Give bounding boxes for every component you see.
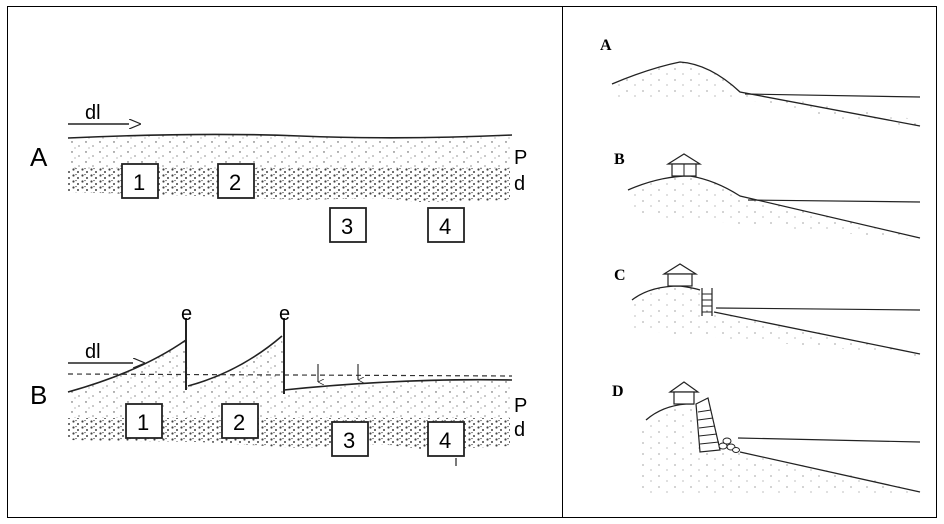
diagram-b: e e dl B 1 2 3 4 P d bbox=[30, 303, 527, 466]
diagram-b-box-4-label: 4 bbox=[439, 428, 451, 453]
stage-c-house-icon bbox=[661, 263, 699, 287]
diagram-b-sediment-fine bbox=[68, 336, 510, 418]
diagram-b-shoreline-2 bbox=[187, 335, 283, 387]
diagram-b-box-1 bbox=[125, 403, 163, 439]
diagram-b-box-3-label: 3 bbox=[343, 428, 355, 453]
diagram-b-label-p: P bbox=[514, 395, 527, 417]
diagram-b-shoreline-1 bbox=[67, 339, 187, 393]
diagram-b-drift-label: dl bbox=[85, 341, 101, 363]
diagram-b-shoreline-3 bbox=[283, 378, 513, 391]
stage-c-label: C bbox=[614, 267, 626, 284]
diagram-b-box-1-label: 1 bbox=[137, 410, 149, 435]
diagram-a-box-4-label: 4 bbox=[439, 214, 451, 239]
stage-d: D bbox=[612, 381, 921, 496]
diagram-b-groyne-2-label: e bbox=[279, 303, 290, 325]
stage-a-dune bbox=[611, 61, 921, 127]
stage-c-beach bbox=[713, 311, 921, 355]
diagram-b-label-d: d bbox=[514, 419, 525, 441]
diagram-a-label-p: P bbox=[514, 147, 527, 169]
diagram-a-sediment-fine bbox=[68, 134, 510, 170]
diagram-a-label: A bbox=[30, 142, 48, 172]
diagram-a-shoreline bbox=[67, 133, 513, 139]
diagram-b-box-2 bbox=[221, 403, 259, 439]
stage-c-house-body bbox=[667, 273, 693, 287]
diagram-b-box-3 bbox=[331, 421, 369, 457]
stage-b-house-icon bbox=[665, 153, 703, 177]
stage-d-beach bbox=[739, 451, 921, 493]
diagram-a-label-d: d bbox=[514, 173, 525, 195]
stage-d-label: D bbox=[612, 383, 624, 400]
diagram-b-label: B bbox=[30, 380, 47, 410]
diagram-b-box-2-label: 2 bbox=[233, 410, 245, 435]
stage-d-riprap bbox=[718, 437, 740, 453]
stage-c-house-roof bbox=[661, 263, 699, 275]
diagram-a-box-3 bbox=[329, 207, 367, 243]
stage-a: A bbox=[600, 37, 921, 127]
diagram-a-box-4 bbox=[427, 207, 465, 243]
stage-a-water bbox=[744, 93, 921, 98]
diagram-a-box-2-label: 2 bbox=[229, 170, 241, 195]
diagram-a-drift-label: dl bbox=[85, 102, 101, 124]
stage-a-label: A bbox=[600, 37, 612, 54]
diagram-a: dl A 1 2 3 4 P d bbox=[30, 102, 527, 243]
stage-c-sediment bbox=[632, 286, 920, 356]
diagram-a-box-2 bbox=[217, 163, 255, 199]
diagram-b-sediment-coarse bbox=[68, 418, 510, 450]
diagram-a-box-1-label: 1 bbox=[133, 170, 145, 195]
diagram-a-box-1 bbox=[121, 163, 159, 199]
stage-d-house-icon bbox=[668, 381, 700, 405]
stage-b-label: B bbox=[614, 151, 625, 168]
diagram-b-box-4 bbox=[427, 421, 465, 457]
stage-b-water bbox=[747, 199, 921, 203]
panel-divider bbox=[562, 7, 563, 517]
diagram-a-sediment-coarse bbox=[68, 168, 510, 202]
stage-d-water bbox=[737, 437, 921, 443]
stage-a-sediment bbox=[612, 62, 920, 126]
stage-d-sediment bbox=[640, 404, 920, 496]
stage-b-sediment bbox=[628, 176, 920, 240]
stage-b: B bbox=[614, 151, 921, 240]
diagram-b-original-shoreline bbox=[67, 373, 513, 377]
stage-d-seawall bbox=[695, 397, 721, 453]
diagram-a-box-3-label: 3 bbox=[341, 214, 353, 239]
stage-c: C bbox=[614, 263, 921, 356]
stage-c-water bbox=[715, 307, 921, 311]
stage-c-seawall bbox=[701, 288, 713, 316]
diagram-b-groyne-1-label: e bbox=[181, 303, 192, 325]
